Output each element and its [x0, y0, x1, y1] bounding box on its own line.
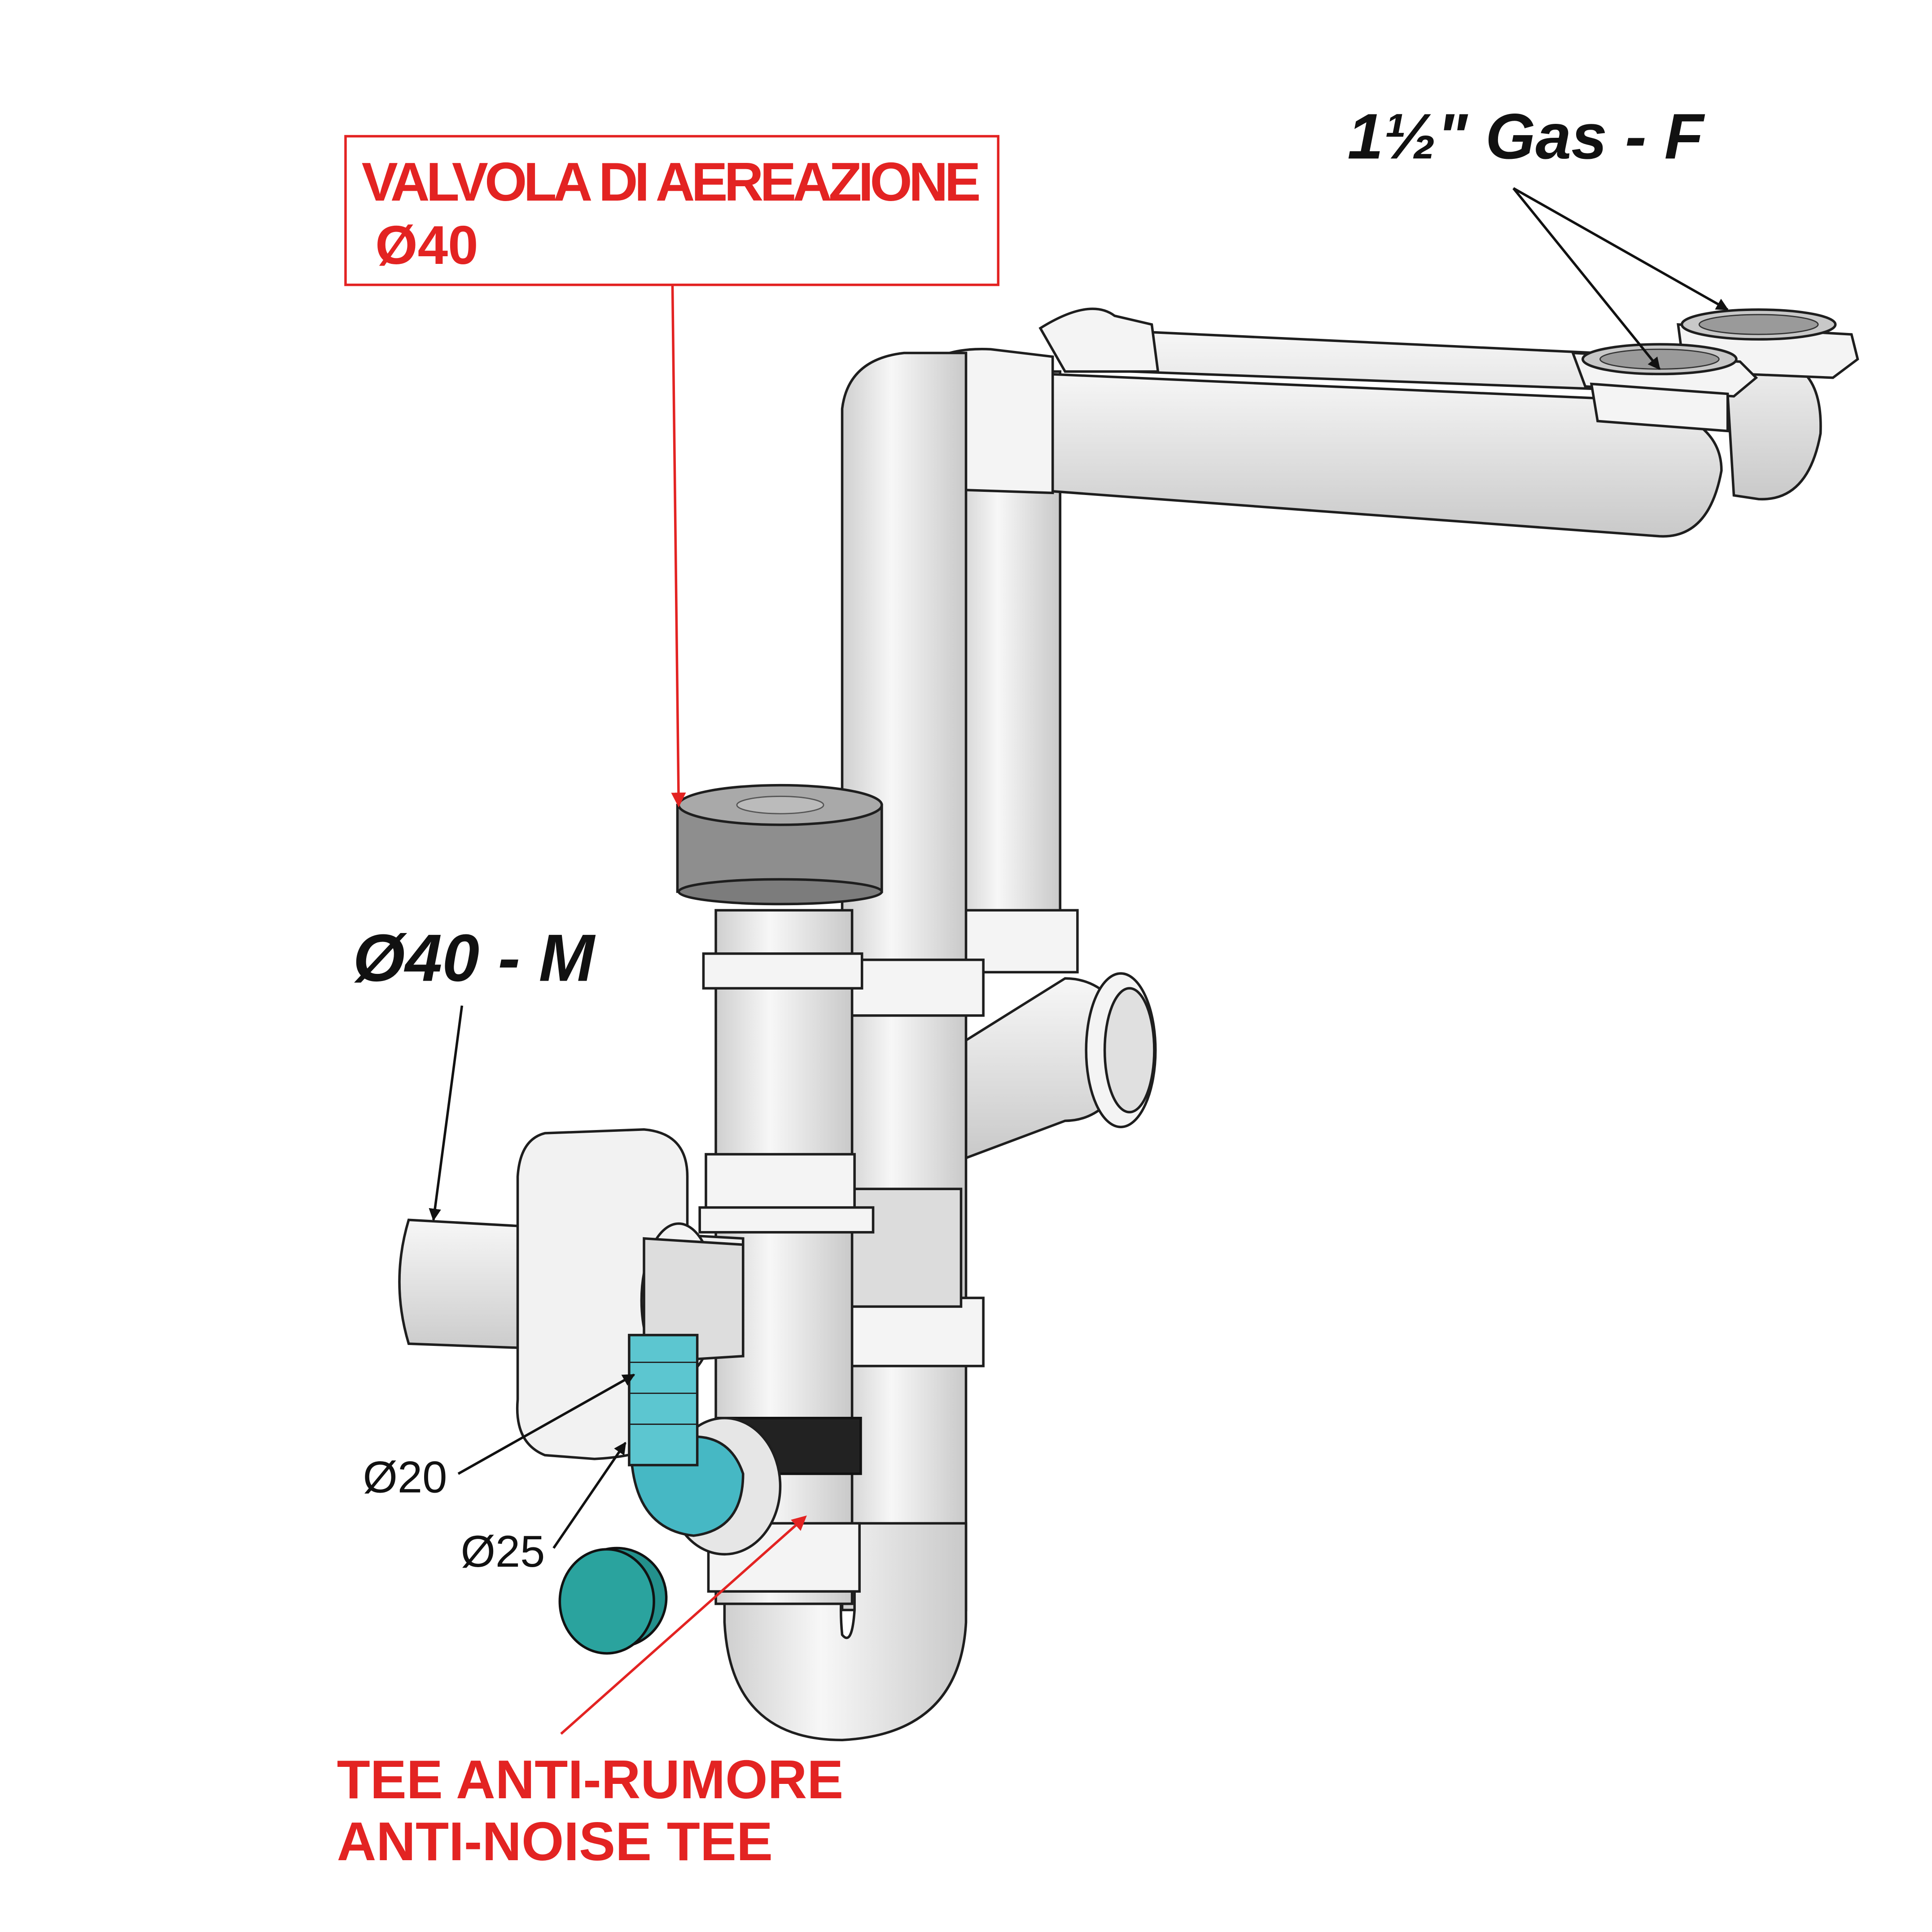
side-branch	[964, 972, 1157, 1160]
air-admittance-valve	[676, 784, 883, 906]
vent-valve-label: VALVOLA DI AEREAZIONE	[362, 151, 981, 212]
tee-label-en: ANTI-NOISE TEE	[337, 1811, 773, 1872]
dishwasher-hose-connector	[628, 1334, 782, 1556]
outlet-label: Ø40 - M	[353, 920, 596, 995]
vent-valve-diameter: Ø40	[375, 215, 478, 276]
inlet-leader-2	[1512, 187, 1661, 370]
hose-small-leader	[457, 1373, 635, 1475]
tee-leader	[560, 1515, 807, 1735]
vent-valve-label-box	[344, 135, 1000, 286]
vent-valve-leader	[671, 285, 686, 808]
hose-large-leader	[552, 1441, 626, 1549]
trap-bend	[723, 1522, 968, 1742]
tee-label-it: TEE ANTI-RUMORE	[337, 1749, 844, 1810]
teal-cap	[558, 1546, 668, 1655]
inlet-leader-1	[1512, 187, 1729, 311]
inlet-thread-label: 1½" Gas - F	[1347, 101, 1705, 172]
hose-small-label: Ø20	[363, 1452, 447, 1502]
hose-large-label: Ø25	[461, 1527, 545, 1577]
outlet-leader	[429, 1005, 464, 1221]
